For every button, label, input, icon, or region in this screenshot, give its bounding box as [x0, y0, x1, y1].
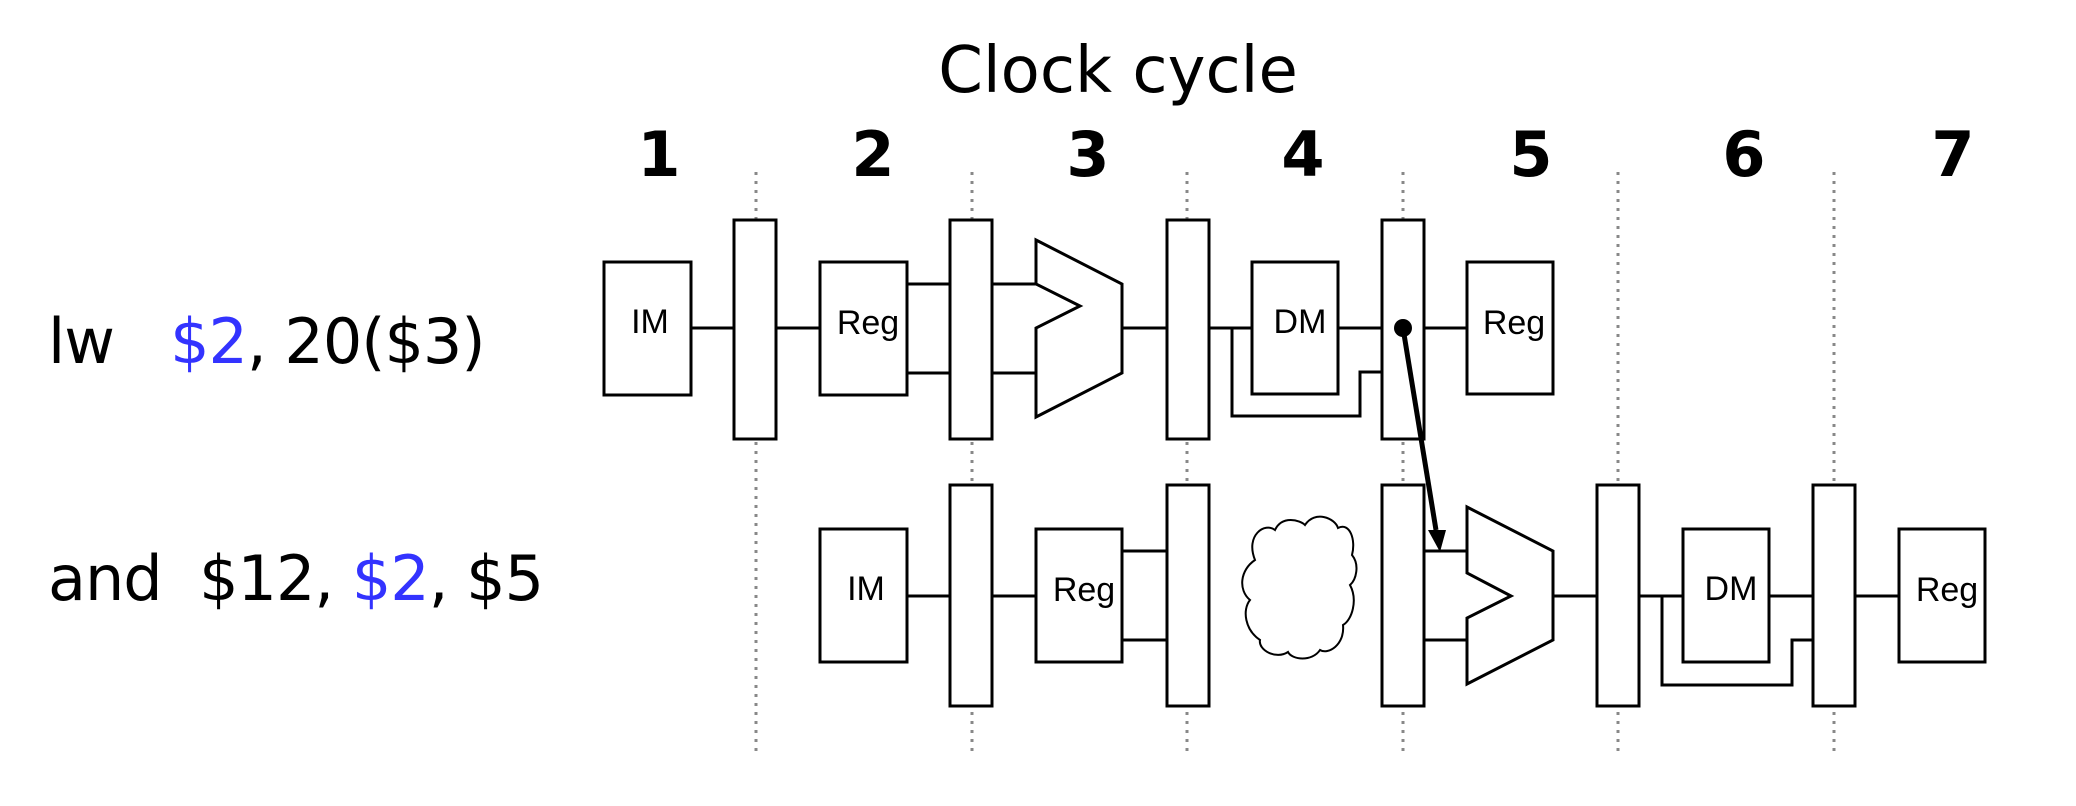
cycle-label-4: 4 — [1281, 118, 1325, 191]
forwarding-arrow — [1394, 319, 1446, 552]
im-label: IM — [631, 303, 669, 341]
bypass-wire — [1230, 328, 1382, 418]
clock-cycle-title: Clock cycle — [938, 34, 1298, 108]
dest-register: $2 — [170, 305, 248, 378]
cycle-label-1: 1 — [637, 118, 681, 191]
cycle-label-6: 6 — [1722, 118, 1766, 191]
pipeline-register — [1595, 483, 1641, 708]
instruction-and: and $12, $2, $5 — [48, 542, 544, 615]
im-label: IM — [847, 570, 885, 608]
reg-label: Reg — [1483, 304, 1545, 342]
instruction-lw: lw $2, 20($3) — [48, 305, 486, 378]
dm-label: DM — [1274, 303, 1327, 341]
register-file-read — [818, 260, 909, 397]
dm-label: DM — [1705, 570, 1758, 608]
reg-label: Reg — [1916, 571, 1978, 609]
bypass-wire — [1660, 596, 1813, 687]
cycle-label-2: 2 — [851, 118, 895, 191]
opcode: lw — [48, 305, 115, 378]
operands: , 20($3) — [246, 305, 486, 378]
pipeline-register — [1811, 483, 1857, 708]
reg-label: Reg — [1053, 571, 1115, 609]
data-memory-unit — [1250, 260, 1340, 396]
alu — [1465, 504, 1555, 687]
src-register: $2 — [351, 542, 430, 615]
register-file-write — [1897, 527, 1987, 664]
cycle-label-3: 3 — [1066, 118, 1110, 191]
register-file-read — [1034, 527, 1124, 664]
arrow-head-icon — [1428, 530, 1446, 552]
pipeline-register-id-ex — [1165, 483, 1211, 708]
register-file-write — [1465, 260, 1555, 396]
unit-labels: IM Reg DM Reg IM Reg DM Reg — [631, 303, 1978, 609]
operands-post: , $5 — [428, 542, 544, 615]
cycle-label-7: 7 — [1931, 118, 1975, 191]
alu — [1034, 237, 1124, 420]
pipeline-register-id-ex — [948, 218, 994, 441]
data-memory-unit — [1681, 527, 1771, 664]
opcode: and — [48, 542, 163, 615]
pipeline-register-if-id — [948, 483, 994, 708]
operands-pre: $12, — [199, 542, 352, 615]
cycle-boundaries — [754, 172, 1836, 752]
cycle-label-5: 5 — [1509, 118, 1553, 191]
reg-label: Reg — [837, 304, 899, 342]
pipeline-register-ex-mem — [1380, 483, 1426, 708]
bubble-cloud-icon — [1241, 515, 1358, 660]
pipeline-register-if-id — [732, 218, 778, 441]
and-pipeline — [818, 483, 1987, 708]
instruction-memory-unit — [602, 260, 693, 397]
pipeline-register-ex-mem — [1165, 218, 1211, 441]
instruction-memory-unit — [818, 527, 909, 664]
